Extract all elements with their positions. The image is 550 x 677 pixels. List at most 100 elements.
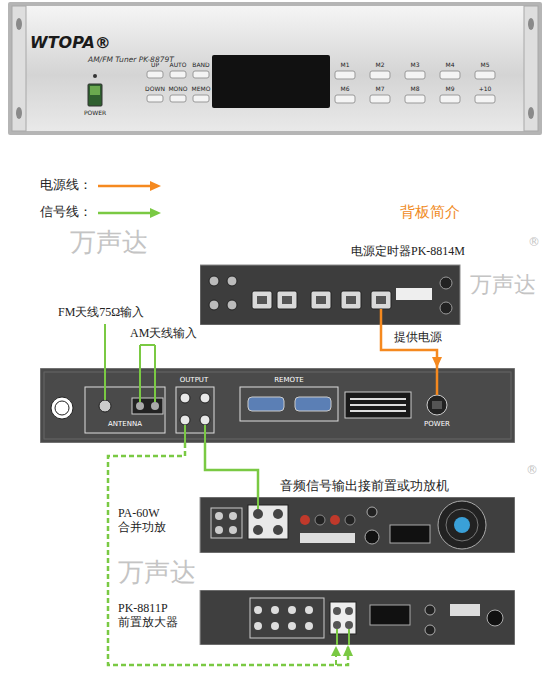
button-label: AUTO — [170, 62, 187, 69]
antenna-frame — [85, 387, 165, 433]
legend-power-line — [98, 185, 150, 188]
remote-frame — [240, 387, 338, 421]
rack-ear — [524, 6, 538, 131]
fan-guard — [446, 509, 478, 541]
power-socket — [427, 395, 447, 415]
signal-wire — [335, 656, 337, 665]
knob — [440, 302, 452, 314]
power-socket — [487, 610, 503, 626]
button-label: BAND — [192, 62, 209, 69]
panel-body — [40, 368, 515, 443]
jack — [215, 512, 223, 520]
panel-body — [200, 265, 460, 325]
power-switch-rocker — [90, 86, 100, 95]
rca-jack — [273, 509, 283, 519]
button-label: M7 — [376, 86, 385, 93]
input-block — [248, 505, 288, 539]
jack — [227, 276, 237, 286]
watermark: 万声达 — [118, 558, 196, 588]
panel-frame — [44, 372, 511, 439]
input-frame — [211, 508, 242, 538]
speaker-terminal — [315, 515, 325, 525]
am-terminal — [132, 398, 163, 414]
rca-jack — [345, 607, 353, 615]
signal-arrow-head — [331, 646, 341, 656]
node-text: AM/FM Tuner PK-8879T — [88, 56, 174, 65]
ccc-mark-ring — [55, 401, 69, 415]
button — [405, 71, 425, 79]
panel-face — [12, 6, 538, 131]
socket-pins — [432, 401, 442, 409]
switch — [425, 625, 435, 635]
rca-jack — [180, 415, 190, 425]
power-led — [93, 74, 97, 78]
rating-label — [450, 604, 480, 616]
amplifier-drawing — [115, 497, 515, 553]
rca-jack — [200, 393, 210, 403]
section-title: 背板简介 — [400, 204, 460, 221]
speaker-terminal — [345, 515, 355, 525]
callout-text: FM天线75Ω输入 — [58, 306, 144, 320]
outlet — [277, 291, 297, 309]
legend-text: 信号线： — [40, 205, 92, 220]
button-label: M6 — [341, 86, 350, 93]
panel-edge — [8, 2, 542, 135]
jack — [229, 526, 237, 534]
legend-power-head — [150, 181, 161, 191]
button-label: M5 — [481, 62, 490, 69]
edge-label: 音频信号输出接前置或功放机 — [278, 479, 451, 494]
button-label: MEMO — [192, 86, 211, 93]
button — [370, 95, 390, 103]
fm-leader — [104, 324, 106, 368]
button — [370, 71, 390, 79]
jack — [254, 622, 262, 630]
node-text: ANTENNA — [108, 420, 142, 428]
terminal-screw — [151, 402, 159, 410]
knob — [440, 277, 452, 289]
display-window — [212, 55, 330, 108]
node-text: 电源定时器PK-8814M — [351, 245, 465, 259]
am-leader — [140, 345, 155, 368]
antenna-wire — [105, 368, 155, 402]
connector — [205, 443, 258, 497]
outlet-slot — [346, 296, 356, 304]
jack — [305, 622, 313, 630]
node-text: OUTPUT — [180, 376, 209, 384]
rca-jack — [180, 393, 190, 403]
button-label: M8 — [411, 86, 420, 93]
outlet — [311, 291, 331, 309]
fuse-holder — [365, 530, 379, 544]
fan-hub — [454, 517, 470, 533]
outlet-slot — [316, 296, 326, 304]
caution-label — [345, 392, 411, 418]
node-text: REMOTE — [274, 376, 304, 384]
node-text: WTOPA® — [30, 34, 111, 52]
legend-signal-line — [98, 212, 150, 215]
outlet — [371, 291, 391, 309]
switch — [425, 605, 435, 615]
rca-jack — [253, 525, 263, 535]
node-text: PA-60W 合并功放 — [118, 507, 170, 535]
outlet-slot — [376, 296, 386, 304]
node-text: POWER — [424, 420, 450, 428]
node-text: PK-8811P 前置放大器 — [118, 602, 180, 630]
jack — [254, 606, 262, 614]
rca-jack — [200, 415, 210, 425]
button — [440, 71, 460, 79]
jack — [227, 300, 237, 310]
watermark: ® — [528, 236, 540, 250]
rating-label — [396, 288, 432, 300]
button-label: M4 — [446, 62, 455, 69]
ccc-mark — [51, 397, 73, 419]
jack — [229, 512, 237, 520]
rca-jack — [273, 525, 283, 535]
button — [147, 71, 163, 78]
rating-label — [300, 533, 355, 543]
button-label: POWER — [84, 110, 106, 117]
button — [170, 95, 186, 102]
device-panel: PK-8811P 前置放大器 — [115, 590, 515, 645]
button — [335, 71, 355, 79]
output-frame — [176, 387, 214, 433]
switch — [367, 507, 377, 517]
output-wire — [185, 425, 205, 443]
